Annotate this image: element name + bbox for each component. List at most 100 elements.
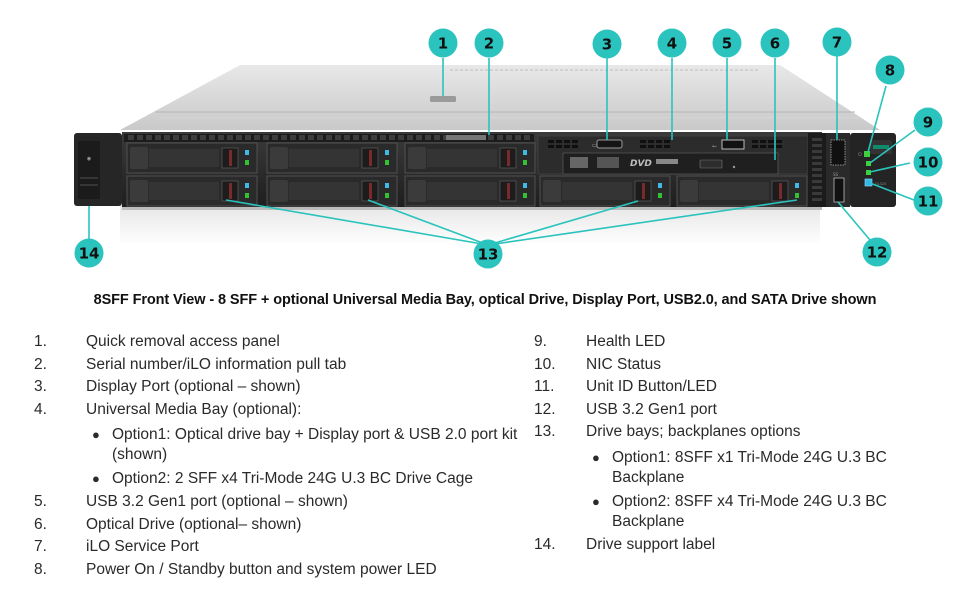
drive-status-led	[385, 193, 389, 198]
vent-slot	[218, 135, 224, 140]
vent-slot	[173, 135, 179, 140]
vent-slot	[812, 192, 822, 195]
drive-activity-led	[523, 150, 527, 155]
callout-6: 6	[760, 28, 790, 58]
callout-circle	[913, 147, 943, 177]
drive-status-led	[245, 193, 249, 198]
callout-14: 14	[74, 238, 104, 268]
callout-number: 4	[667, 35, 677, 53]
vent-slot	[548, 145, 554, 148]
component-label: Unit ID Button/LED	[586, 378, 717, 395]
vent-slot	[812, 162, 822, 165]
svg-text:DL320: DL320	[875, 182, 886, 186]
display-port-icon: ▭	[592, 142, 598, 149]
vent-slot	[572, 145, 578, 148]
vent-slot	[640, 140, 646, 143]
callout-circle	[712, 28, 742, 58]
drive-status-led	[385, 160, 389, 165]
drive-latch-release	[642, 183, 645, 199]
component-item: 12. USB 3.2 Gen1 port	[534, 399, 934, 422]
power-led	[864, 151, 870, 157]
drive-latch-release	[779, 183, 782, 199]
power-icon: ⏻	[858, 152, 862, 158]
vent-slot	[524, 135, 530, 140]
vent-slot	[656, 140, 662, 143]
component-number: 3.	[34, 378, 47, 395]
component-label: Optical Drive (optional– shown)	[86, 515, 302, 533]
callout-8: 8	[875, 55, 905, 85]
component-number: 1.	[34, 333, 47, 350]
component-number: 14.	[534, 535, 556, 553]
component-label: Drive bays; backplanes options	[586, 423, 801, 440]
vent-slot	[164, 135, 170, 140]
component-label: Universal Media Bay (optional):	[86, 400, 302, 418]
callout-circle	[592, 29, 622, 59]
drive-label	[408, 147, 426, 169]
vent-slot	[272, 135, 278, 140]
drive-label	[408, 180, 426, 202]
component-item: 7.iLO Service Port	[34, 536, 534, 559]
vent-slot	[664, 140, 670, 143]
bullet-icon: ●	[592, 449, 600, 465]
vent-slot	[812, 156, 822, 159]
component-label: Power On / Standby button and system pow…	[86, 560, 437, 578]
drive-handle	[427, 182, 497, 200]
vent-slot	[812, 180, 822, 183]
callout-number: 8	[885, 62, 895, 80]
usb-2-port	[721, 139, 745, 150]
component-number: 13.	[534, 423, 556, 440]
drive-activity-led	[523, 183, 527, 188]
vent-slot	[812, 144, 822, 147]
vent-slot	[128, 135, 134, 140]
callout-circle	[913, 107, 943, 137]
vent-slot	[416, 135, 422, 140]
drive-bay	[126, 142, 258, 174]
callout-number: 14	[79, 245, 100, 263]
component-number: 12.	[534, 400, 556, 418]
uid-button	[864, 178, 873, 187]
vent-slot	[812, 138, 822, 141]
drive-latch-release	[229, 150, 232, 166]
vent-slot	[752, 145, 758, 148]
callout-number: 7	[832, 34, 842, 52]
vent-slot	[326, 135, 332, 140]
callout-circle	[473, 239, 503, 269]
drive-bay	[404, 142, 536, 174]
vent-slot	[425, 135, 431, 140]
drive-latch-release	[369, 150, 372, 166]
component-number: 10.	[534, 355, 556, 373]
vent-slot	[209, 135, 215, 140]
component-item: 10.NIC Status	[534, 354, 934, 377]
vent-slot	[353, 135, 359, 140]
vent-slot	[371, 135, 377, 140]
vent-slot	[182, 135, 188, 140]
callout-7: 7	[822, 27, 852, 57]
vent-slot	[263, 135, 269, 140]
bullet-icon: ●	[92, 471, 100, 486]
vent-slot	[299, 135, 305, 140]
component-label: USB 3.2 Gen1 port	[586, 400, 717, 418]
drive-latch-release	[369, 183, 372, 199]
callout-circle	[862, 237, 892, 267]
drive-label	[270, 147, 288, 169]
drive-activity-led	[245, 150, 249, 155]
vent-slot	[812, 150, 822, 153]
callout-number: 2	[484, 35, 494, 53]
component-item: 4.Universal Media Bay (optional):	[34, 399, 534, 422]
usb-3-port	[833, 177, 845, 203]
rw-logo	[570, 157, 588, 168]
callout-circle	[875, 55, 905, 85]
vent-slot	[648, 145, 654, 148]
vent-slot	[146, 135, 152, 140]
component-label: Drive support label	[586, 535, 716, 553]
vent-slot	[155, 135, 161, 140]
dvd-logo: DVD	[630, 159, 652, 169]
vent-slot	[812, 168, 822, 171]
vent-slot	[648, 140, 654, 143]
vent-strip	[124, 134, 534, 142]
vent-slot	[564, 145, 570, 148]
callout-circle	[760, 28, 790, 58]
drive-activity-led	[658, 183, 662, 188]
callout-13: 13	[473, 239, 503, 269]
